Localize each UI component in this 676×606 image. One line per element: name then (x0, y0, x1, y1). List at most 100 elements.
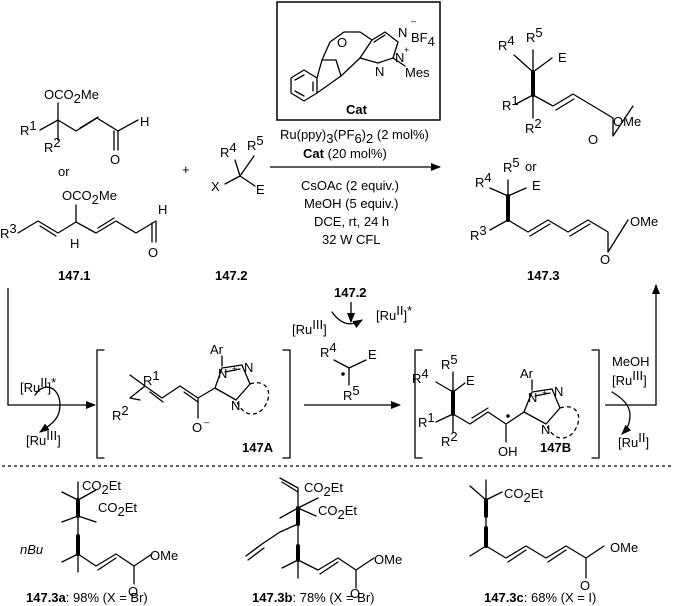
reagent-r4: R4 (220, 140, 237, 160)
147A-r1: R1 (143, 368, 160, 388)
condition-base: CsOAc (2 equiv.) (301, 178, 399, 193)
condition-additive: MeOH (5 equiv.) (304, 196, 398, 211)
catalyst-counterion: BF4 (411, 30, 435, 49)
reagent-e: E (256, 182, 265, 197)
product-147-3: R4 R5 E R1 R2 OMe O or R4 R5 E R3 OMe O … (470, 25, 658, 283)
147B-r1: R1 (418, 410, 435, 430)
ru2-star-left: [RuII]* (20, 375, 56, 395)
meoh-label: MeOH (612, 354, 650, 369)
catalyst-label: Cat (346, 102, 368, 117)
147A-n2: N (244, 360, 253, 375)
147B-r2: R2 (441, 429, 458, 449)
ex-c-label: 147.3c: 68% (X = I) (484, 590, 596, 605)
condition-light: 32 W CFL (322, 232, 381, 247)
aldehyde-o-1: O (110, 152, 120, 167)
compound-label-147A: 147A (242, 440, 274, 455)
147B-n3: N (541, 422, 550, 437)
147A-r2: R2 (112, 403, 129, 423)
product-r1: R1 (502, 93, 519, 113)
ru2-star-mid: [RuII]* (376, 303, 412, 323)
substrate-r2: R2 (44, 135, 61, 155)
mechanism: [RuII]* [RuIII] R1 R2 O – Ar N + N N 147… (7, 284, 660, 459)
ex-a-label: 147.3a: 98% (X = Br) (26, 590, 148, 605)
ex-b-co2et-2: CO2Et (318, 503, 357, 522)
substrate-147-1: OCO2Me R1 R2 H O or OCO2Me H R3 H O 147.… (0, 87, 167, 283)
example-147-3b: CO2Et CO2Et OMe O 147.3b: 78% (X = Br) (245, 477, 402, 605)
product-e: E (558, 50, 567, 65)
product-ome-2: OMe (630, 214, 658, 229)
ex-b-o: O (350, 586, 360, 601)
substrate-r1: R1 (20, 118, 37, 138)
catalyst-n3: N (395, 50, 404, 65)
substrate-h: H (70, 236, 79, 251)
catalyst-box: O N N N + Mes BF4 – Cat (276, 1, 441, 121)
147A-o-charge: – (204, 417, 209, 427)
product2-e: E (532, 178, 541, 193)
reagent-x: X (211, 179, 220, 194)
ex-a-co2et-2: CO2Et (98, 500, 137, 519)
ru3-left: [RuIII] (26, 428, 61, 448)
aldehyde-o-2: O (148, 245, 158, 260)
147B-r5: R5 (441, 352, 458, 372)
plus-sign: + (182, 162, 190, 177)
ru3-right: [RuIII] (612, 368, 647, 388)
product-ome-1: OMe (613, 114, 641, 129)
or-label-2: or (525, 159, 537, 174)
ex-a-nbu: nBu (20, 542, 43, 557)
catalyst-n1: N (375, 64, 384, 79)
ex-b-ome: OMe (374, 552, 402, 567)
product-r4: R4 (498, 33, 515, 53)
product-r2: R2 (525, 116, 542, 136)
substrate-r3: R3 (0, 221, 17, 241)
147B-oh: OH (498, 444, 518, 459)
ex-b-label: 147.3b: 78% (X = Br) (252, 590, 374, 605)
147A-plus: + (232, 364, 237, 374)
reagent-r5: R5 (247, 133, 264, 153)
compound-label-147-1: 147.1 (58, 268, 91, 283)
condition-photocatalyst: Ru(ppy)3(PF6)2 (2 mol%) (280, 127, 429, 146)
ru2-right: [RuII] (618, 430, 649, 450)
147A-n1: N (218, 366, 227, 381)
product-o-1: O (588, 132, 598, 147)
product2-r4: R4 (475, 170, 492, 190)
ex-c-ome: OMe (610, 540, 638, 555)
catalyst-n2: N (398, 25, 407, 40)
147A-o: O (192, 420, 202, 435)
catalyst-oxygen: O (337, 35, 347, 50)
147B-plus: + (542, 388, 547, 398)
147A-ar: Ar (210, 342, 224, 357)
product2-r3: R3 (470, 223, 487, 243)
aldehyde-h-2: H (158, 202, 167, 217)
147B-r4: R4 (412, 366, 429, 386)
reagent-147-2: R4 R5 X E 147.2 (211, 133, 265, 283)
147B-n1: N (528, 390, 537, 405)
ex-c-co2et: CO2Et (504, 486, 543, 505)
147B-e: E (466, 373, 475, 388)
catalyst-anion-charge: – (411, 16, 416, 26)
radical-r5: R5 (343, 383, 360, 403)
aldehyde-h-1: H (140, 114, 149, 129)
example-147-3a: CO2Et CO2Et nBu OMe O 147.3a: 98% (X = B… (20, 478, 178, 605)
ru3-mid: [RuIII] (292, 317, 327, 337)
radical-e: E (368, 347, 377, 362)
condition-solvent: DCE, rt, 24 h (314, 214, 389, 229)
carbonate-group-2: OCO2Me (62, 188, 117, 207)
147B-ar: Ar (520, 366, 534, 381)
example-147-3c: CO2Et OMe O 147.3c: 68% (X = I) (469, 479, 638, 605)
ex-a-o: O (128, 584, 138, 599)
reaction-conditions: Ru(ppy)3(PF6)2 (2 mol%) Cat (20 mol%) Cs… (280, 127, 429, 247)
compound-label-147-2-mech: 147.2 (334, 285, 367, 300)
compound-label-147-2: 147.2 (215, 268, 248, 283)
147A-n3: N (231, 398, 240, 413)
or-label-1: or (58, 164, 70, 179)
radical-r4: R4 (320, 340, 337, 360)
condition-catalyst-loading: Cat (20 mol%) (303, 146, 387, 161)
product2-r5: R5 (503, 155, 520, 175)
catalyst-plus: + (404, 45, 409, 55)
ex-c-o: O (580, 578, 590, 593)
147B-n2: N (554, 384, 563, 399)
ex-a-ome: OMe (150, 548, 178, 563)
compound-label-147B: 147B (540, 440, 571, 455)
product-o-2: O (600, 252, 610, 267)
